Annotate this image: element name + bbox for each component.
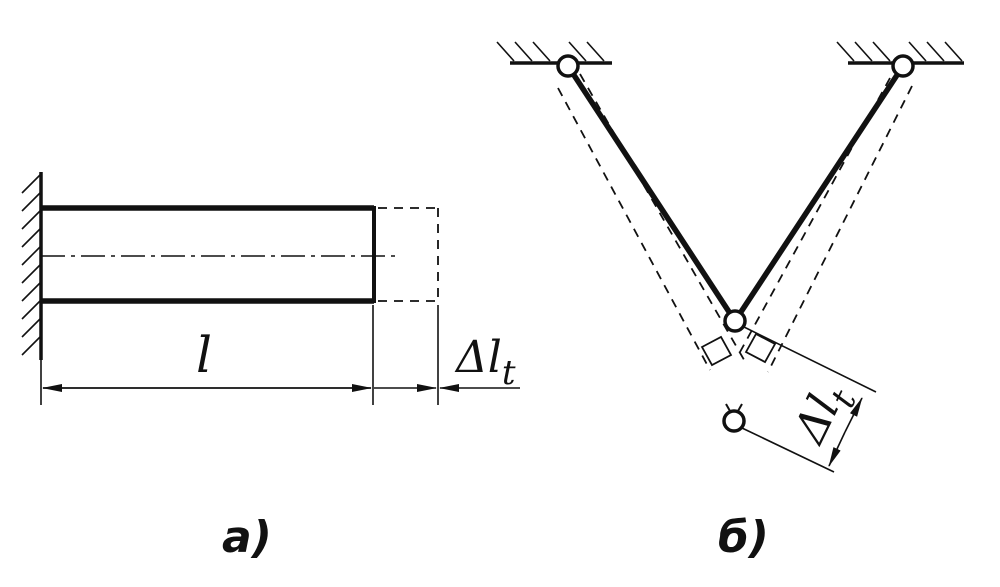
length-label: l bbox=[196, 326, 212, 384]
figure-b: Δlt б) bbox=[496, 41, 964, 563]
wall-hatching bbox=[21, 173, 42, 356]
fixed-wall-support bbox=[21, 172, 43, 360]
left-ceiling-support bbox=[496, 41, 612, 65]
left-ceiling-hatching bbox=[496, 41, 605, 62]
elongated-rod-outline bbox=[378, 207, 439, 302]
figure-b-caption: б) bbox=[718, 512, 769, 563]
elongation-extension-lines bbox=[741, 325, 877, 473]
right-angle-markers bbox=[700, 332, 777, 367]
elongation-dimension: Δlt bbox=[374, 332, 520, 393]
length-dimension: l bbox=[42, 326, 372, 392]
bars bbox=[565, 64, 906, 323]
left-pin-joint bbox=[556, 54, 580, 78]
center-pin-joint bbox=[723, 309, 747, 333]
figure-a-caption: а) bbox=[222, 512, 272, 563]
figure-a: l Δlt а) bbox=[21, 172, 520, 563]
rod bbox=[41, 205, 376, 304]
right-pin-joint bbox=[891, 54, 915, 78]
displaced-joint bbox=[722, 403, 746, 433]
dimension-extension-lines bbox=[40, 301, 439, 405]
right-ceiling-hatching bbox=[836, 41, 963, 62]
elongation-dimension-b: Δlt bbox=[783, 384, 865, 467]
elongation-label: Δlt bbox=[454, 332, 516, 393]
